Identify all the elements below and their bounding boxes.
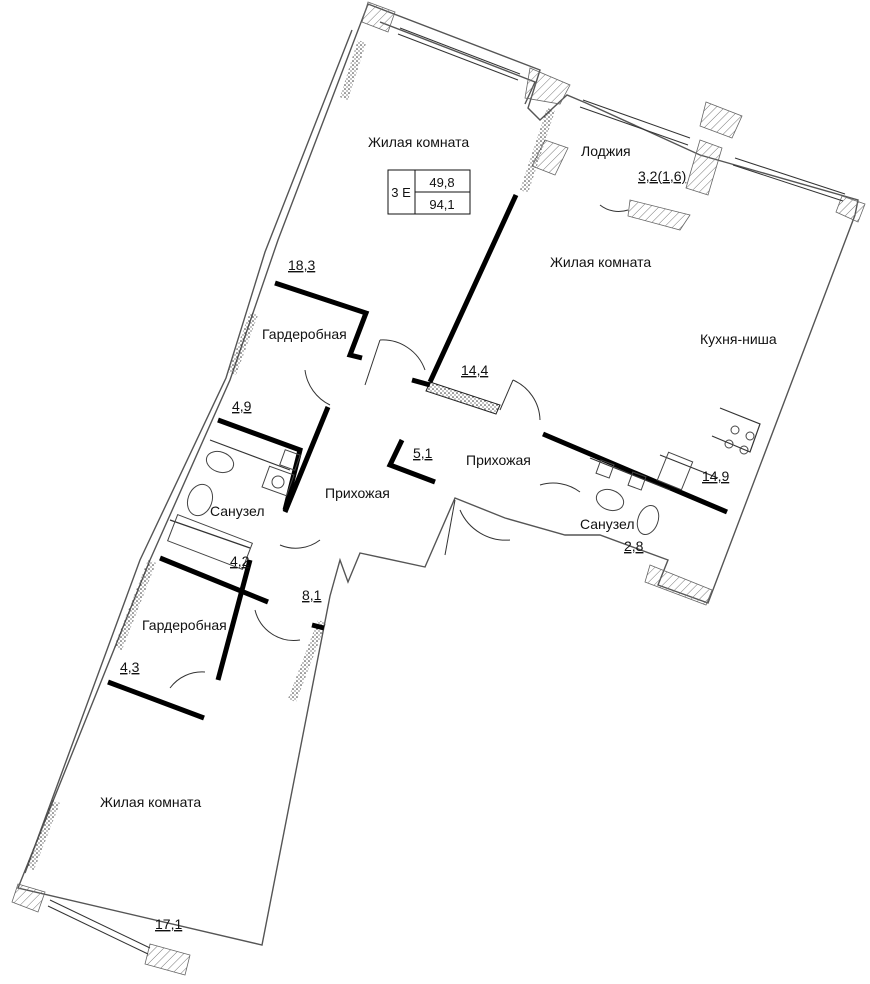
- hatched-walls: [11, 1, 866, 976]
- insulated-walls: [26, 40, 555, 870]
- doors: [169, 204, 629, 689]
- room-area-living-3: 17,1: [155, 916, 182, 932]
- room-area-kitchen: 14,9: [702, 468, 729, 484]
- apartment-badge: 3 Е 49,8 94,1: [387, 169, 471, 215]
- living-area-total: 49,8: [429, 175, 454, 190]
- partitions: [169, 407, 761, 549]
- interior-walls: [107, 193, 728, 721]
- room-area-living-2: 14,4: [461, 362, 488, 378]
- room-area-living-1: 18,3: [288, 257, 315, 273]
- room-area-bath-2: 2,8: [624, 538, 644, 554]
- room-area-hall-2: 8,1: [302, 587, 322, 603]
- room-name-living-3: Жилая комната: [100, 794, 201, 810]
- room-area-wardrobe-1: 4,9: [232, 398, 252, 414]
- room-name-loggia: Лоджия: [581, 143, 631, 159]
- bathroom-fixtures: [166, 425, 755, 571]
- windows: [47, 27, 846, 955]
- room-name-bath-2: Санузел: [580, 516, 635, 532]
- room-name-bath-1: Санузел: [210, 503, 265, 519]
- room-name-hall-2: Прихожая: [325, 485, 390, 501]
- room-area-hall-1: 5,1: [413, 445, 433, 461]
- room-name-living-1: Жилая комната: [368, 134, 469, 150]
- room-name-wardrobe-1: Гардеробная: [262, 326, 347, 342]
- room-name-living-2: Жилая комната: [550, 254, 651, 270]
- total-area: 94,1: [429, 197, 454, 212]
- room-name-hall-1: Прихожая: [466, 452, 531, 468]
- apartment-code: 3 Е: [391, 185, 411, 200]
- room-area-wardrobe-2: 4,3: [120, 659, 140, 675]
- room-name-kitchen: Кухня-ниша: [700, 331, 777, 347]
- room-area-bath-1: 4,2: [230, 553, 250, 569]
- room-name-wardrobe-2: Гардеробная: [142, 617, 227, 633]
- room-area-loggia: 3,2(1,6): [638, 168, 686, 184]
- room-labels: Жилая комната 18,3 Лоджия 3,2(1,6) Жилая…: [100, 134, 777, 932]
